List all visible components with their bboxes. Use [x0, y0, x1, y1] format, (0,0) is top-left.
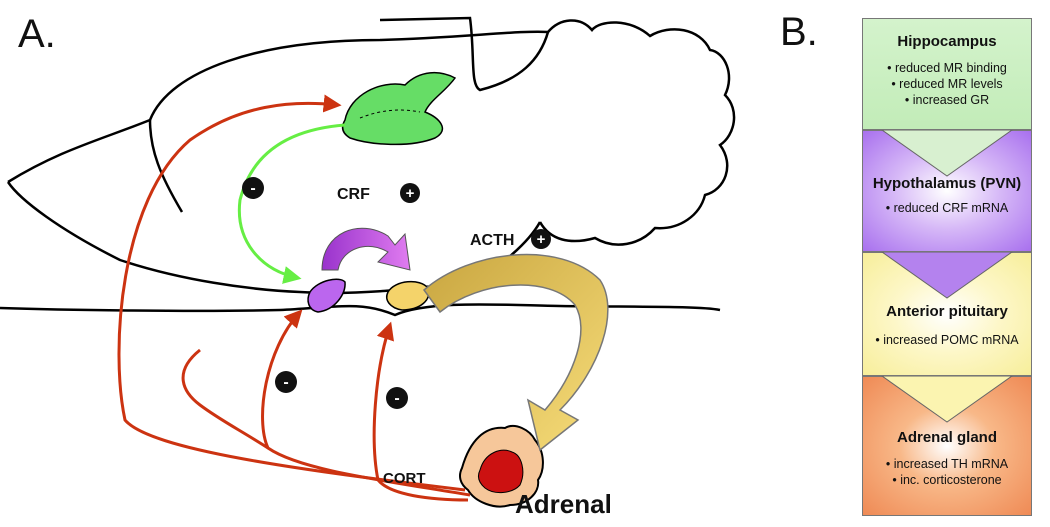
minus-badge-green: -	[242, 177, 264, 199]
box-title: Anterior pituitary	[886, 303, 1008, 320]
pituitary-gland	[386, 280, 430, 311]
hpa-axis-diagram: - - - CRF + ACTH + CORT Adrenal	[0, 16, 736, 519]
svg-text:-: -	[394, 390, 399, 407]
svg-text:-: -	[250, 180, 255, 197]
brain-region-flowchart: Hippocampus • reduced MR binding • reduc…	[862, 18, 1032, 518]
panel-b-label: B.	[780, 10, 818, 54]
flow-arrow-1	[881, 130, 1013, 177]
cort-feedback-arrows	[117, 94, 471, 502]
acth-arrow	[422, 253, 609, 452]
box-item: • increased GR	[904, 93, 990, 107]
hippocampus-to-pvn-arrow	[237, 123, 346, 284]
box-title: Hippocampus	[897, 33, 997, 50]
minus-badge-left: -	[275, 371, 297, 393]
adrenal-gland-shape	[459, 424, 544, 508]
brain-outline	[0, 16, 736, 317]
flow-arrow-3	[881, 376, 1013, 423]
svg-text:-: -	[283, 374, 288, 391]
box-item: • reduced MR binding	[887, 61, 1007, 75]
crf-plus-badge: +	[400, 183, 420, 203]
box-title: Hypothalamus (PVN)	[872, 175, 1022, 192]
pvn-nucleus	[307, 278, 346, 313]
crf-label: CRF	[337, 186, 370, 203]
acth-label: ACTH	[470, 232, 514, 249]
flow-arrow-2	[881, 252, 1013, 299]
box-item: • reduced CRF mRNA	[885, 201, 1009, 215]
crf-arrow	[321, 227, 411, 271]
box-title: Adrenal gland	[896, 429, 997, 446]
acth-plus-badge: +	[531, 229, 551, 249]
svg-text:+: +	[537, 231, 546, 248]
box-item: • inc. corticosterone	[892, 473, 1002, 487]
panel-a-label: A.	[18, 12, 56, 56]
minus-badge-right: -	[386, 387, 408, 409]
cort-label: CORT	[383, 470, 426, 487]
box-item: • increased TH mRNA	[885, 457, 1009, 471]
box-item: • increased POMC mRNA	[875, 333, 1019, 347]
adrenal-label: Adrenal	[515, 489, 612, 519]
box-hippocampus: Hippocampus • reduced MR binding • reduc…	[862, 18, 1032, 130]
box-item: • reduced MR levels	[891, 77, 1003, 91]
svg-text:+: +	[406, 185, 415, 202]
hippocampus-shape	[341, 71, 457, 146]
